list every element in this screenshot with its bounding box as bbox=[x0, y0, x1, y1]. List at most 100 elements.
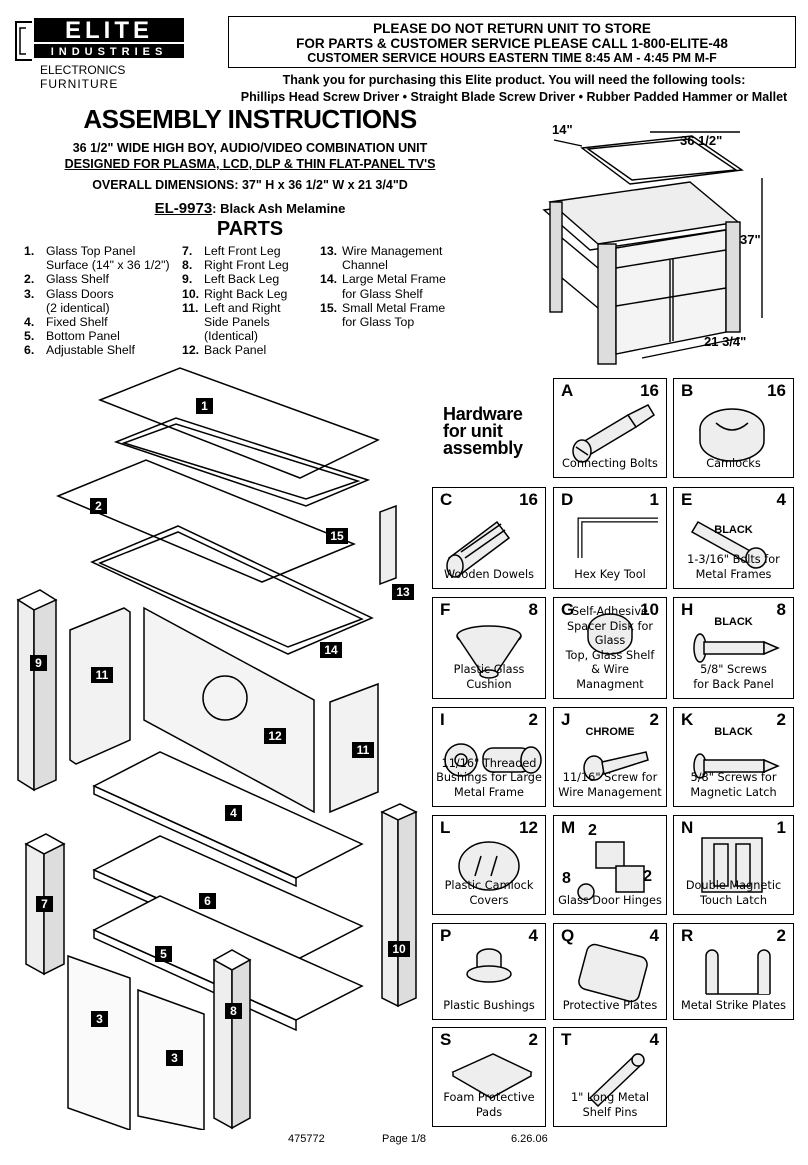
hardware-description: Wooden Dowels bbox=[435, 568, 543, 583]
label-part-5: 5 bbox=[155, 946, 172, 962]
label-part-13: 13 bbox=[392, 584, 414, 600]
hardware-c-icon bbox=[446, 520, 511, 578]
hinge-qty: 2 bbox=[588, 822, 597, 839]
part-number bbox=[320, 287, 342, 301]
parts-list-item: 14.Large Metal Frame bbox=[320, 272, 470, 286]
hardware-description-line: Plastic Glass bbox=[453, 663, 525, 676]
parts-list-item: 12.Back Panel bbox=[182, 343, 322, 357]
part-name: Glass Top Panel bbox=[46, 244, 136, 258]
label-part-8: 8 bbox=[225, 1003, 242, 1019]
part-name: Glass Doors bbox=[46, 286, 114, 301]
part-name: (2 identical) bbox=[46, 300, 110, 315]
part-name: for Glass Shelf bbox=[342, 286, 423, 301]
label-part-7: 7 bbox=[36, 896, 53, 912]
hardware-qty: 16 bbox=[767, 381, 786, 400]
hardware-n-icon bbox=[701, 837, 763, 893]
hardware-letter: K bbox=[681, 710, 694, 729]
hardware-t-icon bbox=[588, 1053, 645, 1108]
hardware-qty: 1 bbox=[776, 818, 786, 837]
part-name: Right Back Leg bbox=[204, 286, 288, 301]
hardware-letter: D bbox=[561, 490, 574, 509]
parts-list-item: 10. Right Back Leg bbox=[182, 287, 322, 301]
hardware-letter: P bbox=[440, 926, 452, 945]
hardware-letter: T bbox=[561, 1030, 572, 1049]
part-number: 10. bbox=[182, 286, 200, 301]
hardware-description-line: Pads bbox=[475, 1105, 503, 1119]
part-name: Large Metal Frame bbox=[342, 272, 446, 287]
hardware-qty: 2 bbox=[776, 710, 786, 729]
hardware-description: Camlocks bbox=[676, 457, 791, 472]
part-name: Bottom Panel bbox=[46, 329, 120, 344]
part-glass-shelf bbox=[56, 459, 356, 583]
subtitle-line1: 36 1/2" WIDE HIGH BOY, AUDIO/VIDEO COMBI… bbox=[72, 141, 428, 155]
hardware-letter: E bbox=[681, 490, 693, 509]
parts-list-item: 13.Wire Management bbox=[320, 244, 470, 258]
hardware-description-line: Self-Adhesive bbox=[572, 605, 648, 618]
model-finish: : Black Ash Melamine bbox=[212, 201, 346, 216]
parts-list-item: (2 identical) bbox=[24, 301, 184, 315]
model-line: EL-9973: Black Ash Melamine bbox=[40, 200, 460, 217]
part-name: for Glass Top bbox=[342, 315, 415, 330]
part-name: Right Front Leg bbox=[204, 258, 289, 273]
hardware-d-icon bbox=[577, 517, 658, 558]
part-name: Left Front Leg bbox=[204, 244, 281, 258]
hardware-letter: R bbox=[681, 926, 694, 945]
logo-brand: ELITE bbox=[65, 17, 153, 44]
hardware-heading: Hardware for unit assembly bbox=[443, 405, 523, 458]
hardware-letter: M bbox=[561, 818, 576, 837]
label-part-3b: 3 bbox=[166, 1050, 183, 1066]
hardware-m-icon bbox=[577, 841, 645, 900]
hardware-finish-tag: CHROME bbox=[585, 726, 635, 738]
elite-logo: ELITE INDUSTRIES ELECTRONICS FURNITURE bbox=[12, 14, 188, 94]
tools-required: Thank you for purchasing this Elite prod… bbox=[228, 72, 800, 106]
part-large-frame bbox=[90, 525, 374, 655]
assembled-unit-drawing: 14" 36 1/2" 37" 21 3/4" bbox=[542, 122, 763, 365]
hardware-description-line: Top, Glass Shelf bbox=[565, 648, 655, 662]
part-number: 9. bbox=[182, 272, 193, 287]
hardware-description: Hex Key Tool bbox=[556, 568, 664, 583]
part-number bbox=[320, 315, 342, 329]
hardware-description: Metal Strike Plates bbox=[676, 999, 791, 1014]
page-number: Page 1/8 bbox=[382, 1133, 427, 1145]
hardware-qty: 4 bbox=[649, 926, 659, 945]
parts-list-item: for Glass Shelf bbox=[320, 287, 470, 301]
hardware-description-line: 1" Long Metal bbox=[570, 1091, 650, 1104]
parts-heading: PARTS bbox=[216, 218, 284, 240]
hardware-finish-tag: BLACK bbox=[714, 616, 753, 628]
hardware-heading-line3: assembly bbox=[443, 438, 523, 458]
parts-list-item: 7.Left Front Leg bbox=[182, 244, 322, 258]
part-number: 11. bbox=[182, 300, 199, 315]
hardware-p-icon bbox=[466, 948, 512, 983]
hardware-k-icon bbox=[693, 753, 780, 779]
part-number: 8. bbox=[182, 258, 193, 273]
label-part-10: 10 bbox=[388, 941, 410, 957]
tools-line2: Phillips Head Screw Driver • Straight Bl… bbox=[240, 90, 788, 104]
hardware-description-line: 11/16" Threaded bbox=[441, 756, 537, 770]
hardware-description: Connecting Bolts bbox=[556, 457, 664, 472]
tools-line1: Thank you for purchasing this Elite prod… bbox=[282, 73, 746, 87]
parts-list-item: Channel bbox=[320, 258, 470, 272]
exploded-parts-diagram bbox=[16, 367, 418, 1130]
logo-line2: FURNITURE bbox=[40, 77, 118, 91]
parts-list-item: 6.Adjustable Shelf bbox=[24, 343, 184, 357]
doc-number: 475772 bbox=[288, 1133, 325, 1145]
hardware-description-line: 11/16" Screw for bbox=[562, 771, 658, 784]
hardware-finish-tag: BLACK bbox=[714, 726, 753, 738]
part-number bbox=[182, 315, 204, 329]
hardware-qty: 1 bbox=[649, 490, 659, 509]
label-part-9: 9 bbox=[30, 655, 47, 671]
hardware-letter: H bbox=[681, 600, 694, 619]
hardware-h-icon bbox=[693, 633, 780, 663]
